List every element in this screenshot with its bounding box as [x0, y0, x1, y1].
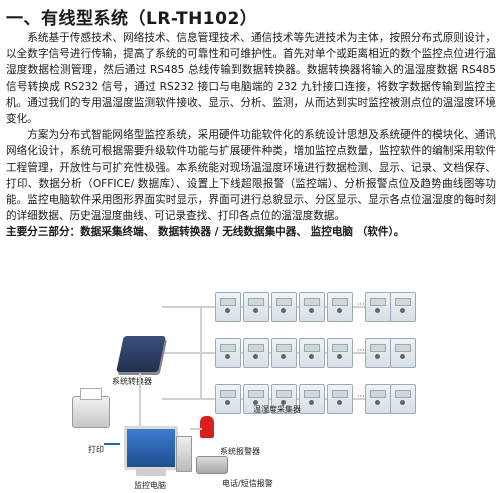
page-title: 一、有线型系统（LR-TH102）	[6, 9, 258, 29]
sensor-unit	[365, 384, 391, 414]
computer-tower	[176, 436, 192, 472]
print-label: 打印	[88, 445, 104, 454]
ellipsis-marker: ······	[357, 392, 372, 401]
ellipsis-marker: ······	[357, 346, 372, 355]
printer-device	[72, 396, 110, 428]
alarm-device	[200, 416, 214, 438]
sensor-unit	[365, 292, 391, 322]
summary-line: 主要分三部分：数据采集终端、 数据转换器 / 无线数据集中器、 监控电脑 （软件…	[6, 226, 405, 239]
sensor-unit	[390, 292, 416, 322]
sms-alarm-label: 电话/短信报警	[222, 479, 273, 488]
sensor-unit	[327, 384, 353, 414]
body-text: 系统基于传感技术、网络技术、信息管理技术、通信技术等先进技术为主体，按照分布式原…	[6, 30, 496, 241]
alarm-label: 系统报警器	[220, 447, 260, 456]
sensor-unit	[299, 384, 325, 414]
paragraph-2: 方案为分布式智能网络型监控系统，采用硬件功能软件化的系统设计思想及系统硬件的模块…	[6, 129, 496, 223]
converter-label: 系统转换器	[112, 377, 152, 386]
sensor-unit	[215, 292, 241, 322]
print-arrow-icon	[104, 443, 120, 445]
sms-alarm-device	[196, 456, 228, 474]
sensor-unit	[299, 338, 325, 368]
sensor-unit	[243, 292, 269, 322]
sensor-unit	[327, 338, 353, 368]
sensors-label: 温湿度采集器	[253, 405, 301, 414]
sensor-unit	[243, 338, 269, 368]
bus-vertical-wire	[200, 306, 202, 400]
printer-paper	[80, 388, 102, 400]
sensor-unit	[390, 384, 416, 414]
sensor-unit	[243, 384, 269, 414]
sensor-unit	[271, 384, 297, 414]
sensor-unit	[390, 338, 416, 368]
alarm-wire	[190, 428, 202, 430]
computer-base	[136, 468, 166, 476]
system-diagram: ·················· 系统转换器 温湿度采集器 打印 监控电脑 …	[0, 278, 501, 493]
ellipsis-marker: ······	[357, 300, 372, 309]
sensor-unit	[215, 338, 241, 368]
computer-label: 监控电脑	[134, 481, 166, 490]
converter-device	[116, 336, 166, 372]
paragraph-1: 系统基于传感技术、网络技术、信息管理技术、通信技术等先进技术为主体，按照分布式原…	[6, 32, 496, 126]
converter-to-computer-wire	[139, 373, 141, 448]
sensor-unit	[271, 338, 297, 368]
sensor-unit	[215, 384, 241, 414]
sensor-unit	[327, 292, 353, 322]
sensor-unit	[365, 338, 391, 368]
sensor-unit	[271, 292, 297, 322]
sensor-unit	[299, 292, 325, 322]
computer-monitor	[124, 426, 178, 470]
